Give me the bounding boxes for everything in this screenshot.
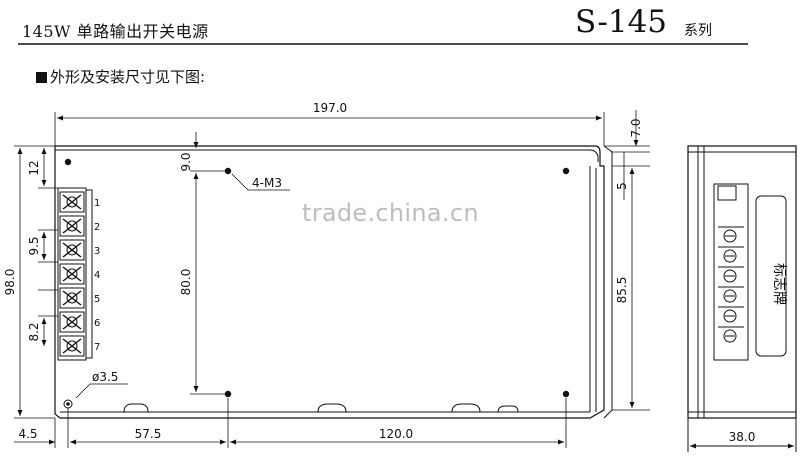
terminal-screw-icon (62, 266, 82, 282)
dim-hole-offset: 9.0 (179, 152, 193, 171)
terminal-number: 7 (94, 342, 100, 353)
dim-hole-span-horizontal: 120.0 (379, 427, 413, 441)
mounting-holes (63, 158, 570, 409)
dim-hole-diameter: ø3.5 (92, 370, 118, 384)
dim-side-width: 38.0 (729, 430, 756, 444)
side-terminal-screw-icon (723, 269, 737, 283)
dim-inner-height: 85.5 (615, 277, 629, 304)
side-terminal-screw-icon (723, 229, 737, 243)
terminal-block (57, 187, 93, 361)
terminal-screw-icon (62, 218, 82, 234)
terminal-screw-icon (62, 194, 82, 210)
subtitle-text: 外形及安装尺寸见下图: (50, 68, 206, 86)
mount-hole-label: 4-M3 (252, 176, 282, 190)
dim-hole-x1: 57.5 (135, 427, 162, 441)
dim-total-height: 98.0 (3, 269, 17, 296)
terminal-screw-icon (62, 242, 82, 258)
dim-top-offset: 7.0 (629, 118, 643, 137)
side-view (687, 145, 797, 452)
terminal-number: 5 (94, 294, 100, 305)
dim-hole-span-vertical: 80.0 (179, 269, 193, 296)
product-title: 145W 单路输出开关电源 (22, 22, 209, 41)
watermark: trade.china.cn (302, 199, 479, 227)
bullet-square-icon (36, 72, 47, 83)
side-terminal-screw-icon (723, 289, 737, 303)
terminal-number: 6 (94, 318, 100, 329)
side-terminal-screw-icon (723, 309, 737, 323)
dim-small-offset: 5 (615, 182, 629, 190)
side-terminal-screw-icon (723, 249, 737, 263)
terminal-number: 2 (94, 222, 100, 233)
terminal-screw-icon (62, 290, 82, 306)
dim-edge-offset: 4.5 (18, 427, 37, 441)
dim-terminal-pitch-a: 9.5 (27, 236, 41, 255)
side-terminal-screw-icon (723, 329, 737, 343)
dim-terminal-pitch-b: 8.2 (27, 322, 41, 341)
series-label: 系列 (684, 23, 712, 39)
terminal-screw-icon (62, 338, 82, 354)
model-number: S-145 (575, 4, 668, 40)
terminal-number: 3 (94, 246, 100, 257)
terminal-number: 1 (94, 198, 100, 209)
dim-total-length: 197.0 (313, 101, 347, 115)
section-subtitle: 外形及安装尺寸见下图: (36, 66, 205, 87)
terminal-number: 4 (94, 270, 100, 281)
nameplate-label: 标志牌 (771, 263, 788, 305)
terminal-screw-icon (62, 314, 82, 330)
nameplate-frame (755, 195, 787, 357)
dim-left-top: 12 (27, 160, 41, 175)
